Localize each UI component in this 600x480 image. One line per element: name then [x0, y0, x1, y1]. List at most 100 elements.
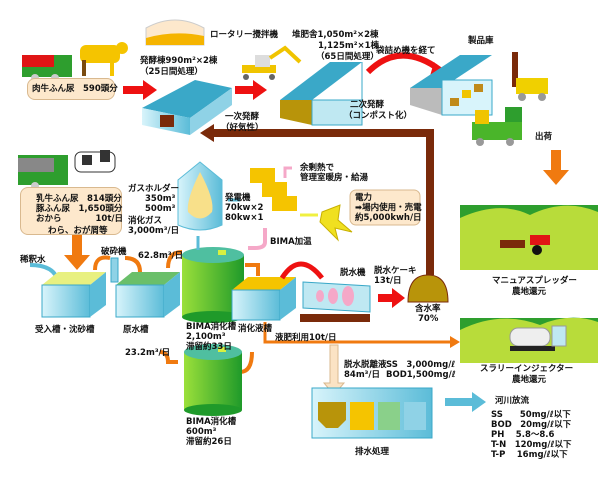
lightning-icon [319, 204, 353, 242]
digestate-tank-icon [231, 277, 296, 321]
waste-heat-line2: 管理室暖房・給湯 [300, 173, 369, 183]
waste-heat-line1: 余剰熱で [300, 163, 335, 173]
dilution-water-label: 稀釈水 [20, 255, 46, 265]
product-store-label: 製品庫 [468, 36, 494, 46]
waste-heat-arrow [283, 166, 292, 178]
mixer-label: ロータリー攪拌機 [210, 30, 279, 40]
beef-label-box [27, 78, 115, 100]
main-flow-label: 62.8m³/日 [138, 251, 184, 261]
discharge-item: PH 5.8～8.6 [491, 430, 555, 440]
sub-flow-label: 23.2m³/日 [125, 348, 171, 358]
compost-house-line1: 堆肥舎1,050m²×2棟 [292, 30, 379, 40]
gas-holder-icon [177, 161, 223, 231]
main-digester-volume: 2,100m³ [186, 332, 226, 342]
heating-label: BIMA加温 [270, 237, 312, 247]
rotary-mixer-icon [145, 19, 205, 46]
raw-water-tank-icon [115, 272, 180, 318]
flow-arrows-red [123, 80, 405, 308]
spreader-name: マニュアスプレッダー [492, 276, 577, 286]
spreader-use: 農地還元 [512, 287, 547, 297]
filtrate-name: 脱水脱離液 [344, 360, 387, 370]
cake-amount: 13t/日 [374, 276, 402, 286]
dewaterer-icon [300, 281, 371, 322]
raw-water-tank-label: 原水槽 [123, 325, 149, 335]
compost-return-arrow [212, 129, 434, 275]
discharge-item: T-N 120mg/ℓ以下 [491, 440, 572, 450]
dairy-line1: 乳牛ふん尿 814頭分 [36, 194, 122, 204]
main-digester-name: BIMA消化槽 [186, 322, 237, 332]
dairy-truck-icon [18, 155, 68, 190]
dairy-line3: おから 10t/日 [36, 214, 123, 224]
filtrate-volume: 84m³/日 [344, 370, 381, 380]
receiving-tank-label: 受入槽・沈砂槽 [35, 325, 95, 335]
wastewater-treatment-icon [311, 387, 433, 439]
primary-fermentation-note: （好気性） [221, 123, 264, 133]
gas-holder-cap1: 350m³ [145, 194, 176, 204]
excavator-icon [242, 45, 302, 80]
dairy-line4: わら、おが屑等 [48, 226, 108, 236]
heating-arrow [248, 228, 267, 250]
generator-spec1: 70kw×2 [225, 203, 264, 213]
bagging-label: 袋詰め機を経て [376, 46, 436, 56]
crusher-icon [110, 257, 119, 283]
sub-digester-name: BIMA消化槽 [186, 417, 237, 427]
discharge-item: T-P 16mg/ℓ以下 [491, 450, 568, 460]
power-box [349, 189, 421, 226]
power-use: ➡場内使用・売電 [355, 203, 422, 213]
slurry-injector-field-image [460, 317, 598, 363]
moisture-value: 70% [418, 314, 439, 324]
generator-icon [250, 168, 297, 211]
fermentation-spec: 発酵棟990m²×2棟 [140, 56, 218, 66]
liquid-fertilizer-label: 液肥利用10t/日 [275, 333, 337, 343]
crusher-label: 破砕機 [101, 247, 127, 257]
digestion-gas-label: 消化ガス [128, 216, 163, 226]
injector-name: スラリーインジェクター [480, 364, 574, 374]
compost-house-line2: 1,125m²×1棟 [318, 41, 380, 51]
dairy-label-box [20, 187, 122, 235]
dairy-line2: 豚ふん尿 1,650頭分 [36, 204, 123, 214]
secondary-fermentation-note: （コンポスト化） [344, 111, 413, 121]
to-field-arrow [543, 150, 569, 185]
beef-cow-icon [80, 42, 128, 76]
discharge-title: 河川放流 [495, 396, 530, 406]
moisture-label: 含水率 [415, 304, 441, 314]
generator-spec2: 80kw×1 [225, 213, 264, 223]
digestate-tank-label: 消化液槽 [238, 324, 273, 334]
primary-fermentation-label: 一次発酵 [225, 112, 260, 122]
gas-holder-title: ガスホルダー [128, 184, 180, 194]
bagging-arrow [365, 52, 442, 75]
wastewater-label: 排水処理 [355, 447, 390, 457]
main-digester-retention: 滞留約33日 [186, 342, 232, 352]
digestion-gas-volume: 3,000m³/日 [128, 226, 180, 236]
forklift-icon [512, 52, 548, 101]
dairy-cow-icon [74, 150, 116, 173]
compost-house-line3: （65日間処理） [316, 52, 379, 62]
fermentation-duration: （25日間処理） [140, 67, 203, 77]
power-title: 電力 [355, 193, 373, 203]
filtrate-ss: SS 3,000mg/ℓ [386, 360, 456, 370]
discharge-arrow [445, 392, 486, 412]
gas-holder-cap2: 500m³ [145, 204, 176, 214]
compost-house-icon [280, 62, 363, 126]
to-dewaterer-arrow [279, 261, 324, 280]
product-store-icon [410, 55, 493, 116]
dewaterer-label: 脱水機 [340, 268, 366, 278]
manure-spreader-field-image [460, 205, 598, 270]
injector-use: 農地還元 [512, 375, 547, 385]
discharge-item: SS 50mg/ℓ以下 [491, 410, 571, 420]
shipping-label: 出荷 [535, 132, 553, 142]
sub-digester-retention: 滞留約26日 [186, 437, 232, 447]
power-amount: 約5,000kwh/日 [355, 213, 422, 223]
fermentation-building-icon [142, 80, 232, 135]
receiving-tank-icon [41, 272, 106, 318]
shipping-truck-icon [472, 107, 522, 146]
beef-label: 肉牛ふん尿 590頭分 [32, 84, 118, 94]
generator-title: 発電機 [225, 193, 251, 203]
discharge-item: BOD 20mg/ℓ以下 [491, 420, 572, 430]
secondary-fermentation-label: 二次発酵 [350, 100, 385, 110]
sub-digester-icon [184, 344, 242, 416]
filtrate-bod: BOD1,500mg/ℓ [386, 370, 456, 380]
cake-label: 脱水ケーキ [374, 266, 417, 276]
dewatered-cake-icon [407, 274, 449, 303]
